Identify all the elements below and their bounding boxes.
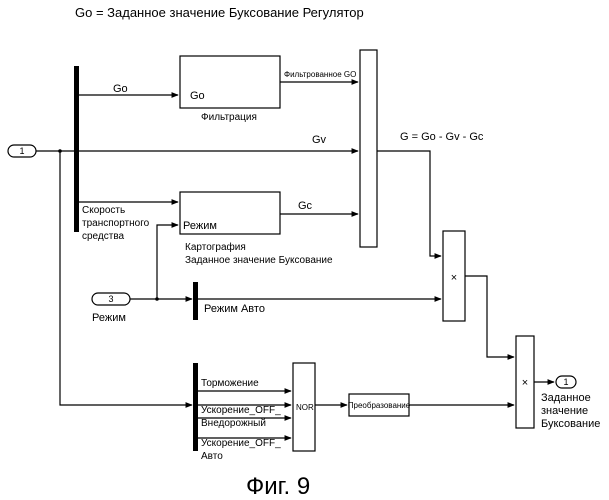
mode-bus-bar xyxy=(193,282,198,320)
speed-label-line2: транспортного xyxy=(82,218,150,229)
input-port-1: 1 xyxy=(8,145,36,157)
brake-item-1: Торможение xyxy=(201,378,259,389)
formula-label: G = Go - Gv - Gc xyxy=(400,131,484,143)
filter-block-inner: Go xyxy=(190,90,205,102)
input-port-1-number: 1 xyxy=(19,146,24,156)
output-label-line1: Заданное xyxy=(541,392,591,404)
output-port-number: 1 xyxy=(563,377,568,387)
filter-block: Go Фильтрация xyxy=(180,56,280,123)
wire-in1-brake xyxy=(60,151,192,405)
input-port-3-number: 3 xyxy=(108,294,113,304)
nor-block-label: NOR xyxy=(296,403,314,412)
input-port-3: 3 Режим xyxy=(92,293,130,324)
gv-label: Gv xyxy=(312,134,327,146)
sum-block xyxy=(360,50,377,247)
output-label-line2: значение xyxy=(541,405,588,417)
brake-item-2: Ускорение_OFF_ xyxy=(201,405,281,416)
brake-bus-bar xyxy=(193,363,198,451)
brake-item-5: Авто xyxy=(201,451,223,462)
multiplier-2: × xyxy=(516,336,534,428)
convert-block: Преобразование xyxy=(348,394,411,416)
wire-mult1-mult2 xyxy=(465,276,514,357)
demux-bar xyxy=(74,66,79,232)
multiplier-1: × xyxy=(443,231,465,321)
mode-bus-label: Режим Авто xyxy=(204,303,265,315)
brake-item-3: Внедорожный xyxy=(201,418,266,429)
wire-g xyxy=(377,151,441,256)
speed-label-line1: Скорость xyxy=(82,205,125,216)
filter-block-caption: Фильтрация xyxy=(201,112,257,123)
nor-block: NOR xyxy=(293,363,315,451)
multiplier-1-symbol: × xyxy=(451,272,457,284)
multiplier-2-symbol: × xyxy=(522,377,528,389)
junction-in1 xyxy=(58,149,62,153)
wire-mode-to-map xyxy=(157,225,178,299)
gc-label: Gc xyxy=(298,200,313,212)
map-block-caption-line2: Заданное значение Буксование xyxy=(185,255,333,266)
go-label: Go xyxy=(113,83,128,95)
speed-label-line3: средства xyxy=(82,231,125,242)
diagram-heading: Go = Заданное значение Буксование Регуля… xyxy=(75,5,364,20)
junction-mode xyxy=(155,297,159,301)
filtered-go-label: Фильтрованное GO xyxy=(284,70,356,79)
brake-item-4: Ускорение_OFF_ xyxy=(201,438,281,449)
map-block-inner: Режим xyxy=(183,220,217,232)
convert-block-label: Преобразование xyxy=(348,401,411,410)
output-port-1: 1 xyxy=(556,376,576,388)
input-port-3-label: Режим xyxy=(92,312,126,324)
figure-caption: Фиг. 9 xyxy=(246,473,310,500)
map-block-caption-line1: Картография xyxy=(185,241,246,253)
output-label-line3: Буксование xyxy=(541,418,600,430)
